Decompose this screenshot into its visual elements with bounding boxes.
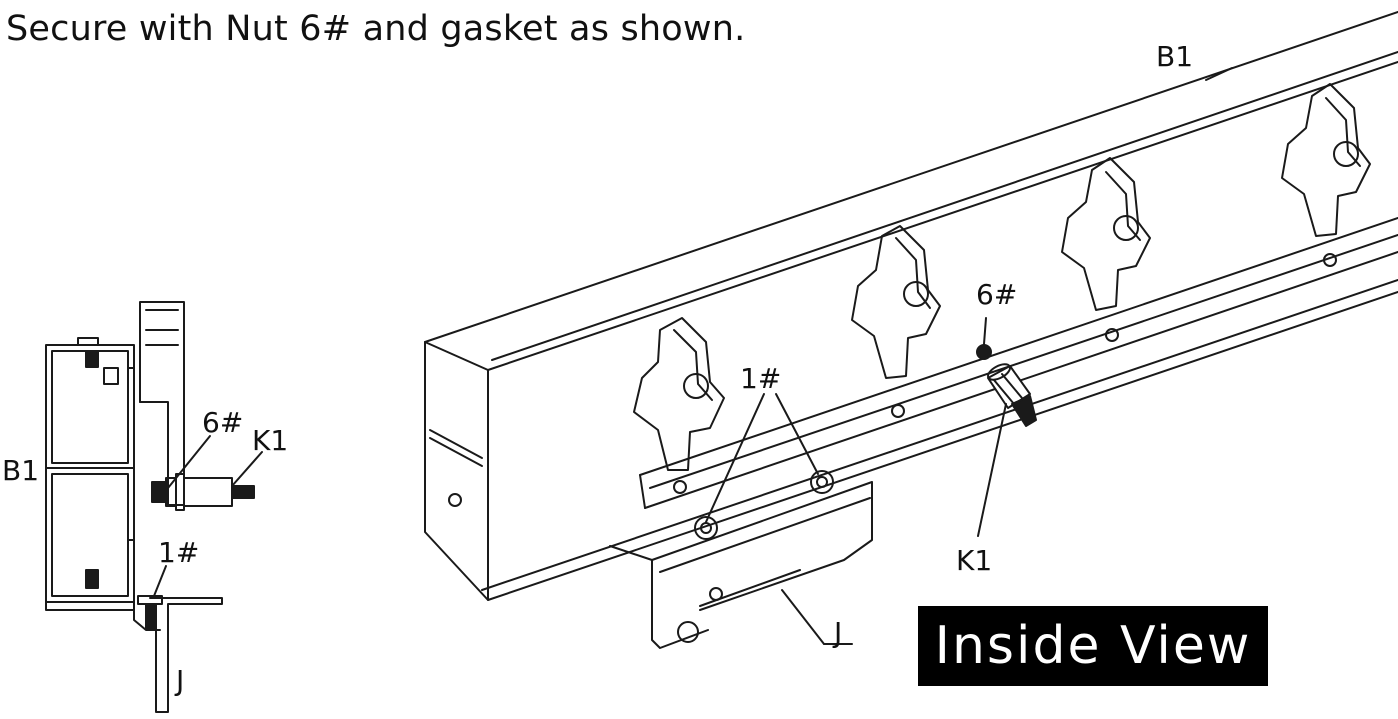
side-label-screw: 1# bbox=[158, 536, 199, 569]
side-knob-stud bbox=[231, 485, 255, 499]
inside-view-badge: Inside View bbox=[918, 606, 1268, 686]
side-nut bbox=[151, 481, 167, 503]
side-j-bracket bbox=[149, 597, 223, 713]
main-label-knob: K1 bbox=[956, 544, 992, 577]
side-label-knob: K1 bbox=[252, 424, 288, 457]
main-leader-k1 bbox=[977, 403, 1007, 537]
main-leader-1a bbox=[705, 393, 765, 523]
main-label-b1: B1 bbox=[1156, 40, 1193, 73]
main-b1-end-face bbox=[424, 341, 489, 601]
main-view-drawing bbox=[424, 11, 1398, 649]
main-clip-1 bbox=[633, 317, 725, 471]
main-end-fastener bbox=[448, 493, 462, 507]
main-clip-4 bbox=[1281, 83, 1371, 237]
main-screw-1b bbox=[694, 516, 718, 540]
side-label-b1: B1 bbox=[2, 454, 39, 487]
main-slot-rail bbox=[639, 217, 1398, 476]
main-clip-3 bbox=[1061, 157, 1151, 311]
main-screw-1a bbox=[810, 470, 834, 494]
main-rail-screw bbox=[673, 480, 687, 494]
side-bottom-bolt bbox=[85, 569, 99, 589]
side-label-nut: 6# bbox=[202, 406, 243, 439]
side-leader-6 bbox=[167, 435, 211, 489]
main-leader-6 bbox=[983, 317, 987, 345]
main-knob-k1 bbox=[987, 363, 1037, 427]
side-leader-k1 bbox=[231, 451, 263, 487]
side-label-bracket: J bbox=[174, 664, 184, 697]
instruction-text: Secure with Nut 6# and gasket as shown. bbox=[6, 9, 746, 49]
main-clip-2 bbox=[851, 225, 941, 379]
side-view-drawing bbox=[45, 301, 263, 713]
side-top-bolt bbox=[85, 350, 99, 368]
main-nut-6 bbox=[976, 344, 992, 360]
main-leader-j bbox=[781, 589, 825, 645]
main-b1-top-edge bbox=[424, 11, 1398, 343]
side-knob bbox=[183, 477, 233, 507]
main-leader-b1 bbox=[1205, 67, 1233, 81]
main-leader-1b bbox=[775, 393, 819, 475]
main-label-screw: 1# bbox=[740, 362, 781, 395]
main-label-nut: 6# bbox=[976, 278, 1017, 311]
main-j-bracket bbox=[609, 545, 709, 649]
side-leader-1 bbox=[153, 565, 167, 597]
main-label-bracket: J bbox=[832, 616, 842, 649]
